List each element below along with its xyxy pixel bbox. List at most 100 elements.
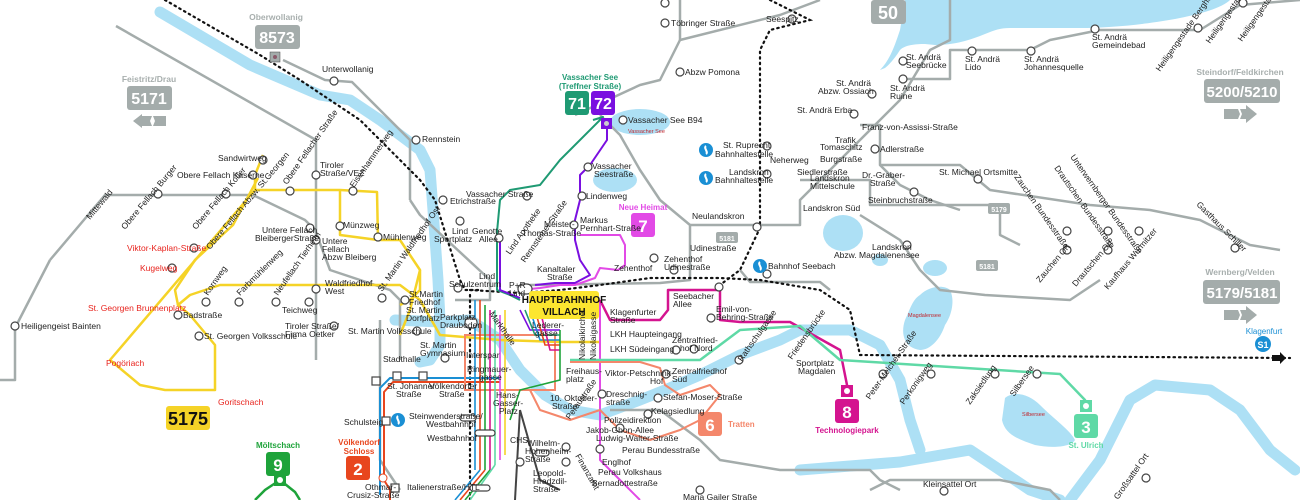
lake-label: Silbersee (1022, 412, 1045, 418)
svg-text:Landskron: Landskron (729, 167, 769, 177)
badge-3[interactable]: 3 St. Ulrich (1068, 414, 1104, 450)
svg-text:Vassacher: Vassacher (592, 161, 632, 171)
svg-text:Trafik: Trafik (835, 135, 857, 145)
svg-text:Viktor-Petschnink-: Viktor-Petschnink- (605, 368, 674, 378)
svg-text:St. Andrä: St. Andrä (1024, 54, 1059, 64)
svg-text:Hohenheim-: Hohenheim- (525, 446, 571, 456)
svg-text:Straße/VEZ: Straße/VEZ (320, 168, 364, 178)
svg-text:Mühlenweg: Mühlenweg (383, 232, 427, 242)
badge-5175[interactable]: 5175 (166, 406, 210, 430)
svg-text:Badstraße: Badstraße (183, 310, 222, 320)
svg-text:LKH Haupteingang: LKH Haupteingang (610, 329, 682, 339)
badge-5200-5210[interactable]: Steindorf/Feldkirchen 5200/5210 (1196, 67, 1284, 123)
svg-text:Dreschnig-: Dreschnig- (606, 389, 647, 399)
svg-text:Eisenhammerweg: Eisenhammerweg (347, 127, 394, 189)
svg-text:5179/5181: 5179/5181 (1207, 285, 1278, 302)
svg-text:2: 2 (353, 460, 362, 479)
svg-text:Untere: Untere (322, 236, 348, 246)
badge-7[interactable]: Neue Heimat 7 (619, 203, 668, 237)
svg-text:Abzw Bleiberg: Abzw Bleiberg (322, 252, 377, 262)
svg-text:Kugelweg: Kugelweg (140, 263, 178, 273)
svg-text:Schulsteig: Schulsteig (344, 417, 383, 427)
svg-text:Italienerstraße/HTL: Italienerstraße/HTL (407, 482, 480, 492)
badge-8573[interactable]: Oberwollanig 8573 (249, 12, 303, 49)
svg-text:Thomas-Straße: Thomas-Straße (522, 228, 581, 238)
svg-text:St. Martin: St. Martin (406, 305, 443, 315)
stops (10, 0, 1248, 496)
svg-text:Westbahnhof: Westbahnhof (426, 419, 477, 429)
svg-text:5179: 5179 (991, 207, 1007, 214)
svg-text:P+R: P+R (509, 280, 526, 290)
svg-text:St. Georgen Volksschule: St. Georgen Volksschule (204, 331, 297, 341)
svg-text:Abzw. Magdalenensee: Abzw. Magdalenensee (834, 250, 920, 260)
svg-text:Bernadottestraße: Bernadottestraße (592, 478, 658, 488)
badge-2[interactable]: Völkendorf Schloss 2 (338, 438, 380, 480)
svg-text:5200/5210: 5200/5210 (1207, 84, 1278, 101)
badge-71[interactable]: Vassacher See (Treffner Straße) 71 (559, 73, 622, 115)
svg-text:Seebrücke: Seebrücke (906, 60, 947, 70)
svg-text:Untere Fellach: Untere Fellach (262, 225, 318, 235)
svg-text:Völkendorf: Völkendorf (338, 438, 380, 447)
svg-text:Parkplatz: Parkplatz (440, 312, 475, 322)
svg-text:Crusiz-Straße: Crusiz-Straße (347, 490, 400, 500)
drau-river (154, 6, 446, 368)
svg-text:Sportplatz: Sportplatz (796, 358, 834, 368)
svg-text:Obere Fellach Burger: Obere Fellach Burger (119, 162, 179, 231)
svg-text:Schloss: Schloss (344, 447, 375, 456)
svg-text:Abzw Pomona: Abzw Pomona (685, 67, 740, 77)
svg-text:LKH Südeingang: LKH Südeingang (610, 344, 675, 354)
svg-text:West: West (325, 286, 345, 296)
svg-text:St. Ulrich: St. Ulrich (1068, 441, 1103, 450)
badge-6[interactable]: 6 Tratten (698, 412, 755, 436)
svg-text:CHS: CHS (510, 435, 528, 445)
svg-text:50: 50 (878, 3, 898, 23)
svg-text:Zentralfriedhof: Zentralfriedhof (672, 366, 727, 376)
small-badge-5181-a: 5181 (716, 232, 738, 243)
svg-text:Rennstein: Rennstein (422, 134, 461, 144)
badge-50[interactable]: 50 (871, 0, 906, 24)
svg-text:BleibergerStraße: BleibergerStraße (255, 233, 320, 243)
badge-s1-klagenfurt[interactable]: Klagenfurt S1 (1246, 327, 1286, 364)
svg-text:Straße: Straße (396, 389, 422, 399)
badge-5171[interactable]: Feistritz/Drau 5171 (122, 74, 176, 128)
svg-text:platz: platz (566, 374, 584, 384)
svg-text:Wernberg/Velden: Wernberg/Velden (1205, 267, 1274, 277)
hub-label-2: VILLACH (542, 307, 585, 318)
svg-text:Neherweg: Neherweg (770, 155, 809, 165)
svg-text:Zentralfried-: Zentralfried- (672, 335, 718, 345)
svg-text:Adlerstraße: Adlerstraße (880, 144, 924, 154)
badge-72[interactable]: 72 (591, 91, 615, 115)
svg-text:Ludwig-Walter-Straße: Ludwig-Walter-Straße (596, 433, 679, 443)
hub-label-1: HAUPTBAHNHOF (522, 295, 606, 306)
badge-9[interactable]: Möltschach 9 (256, 441, 300, 476)
lake-label: Vassacher See (628, 129, 665, 135)
svg-text:Kelagsiedlung: Kelagsiedlung (651, 406, 705, 416)
badge-8[interactable]: 8 Technologiepark (815, 399, 879, 435)
svg-text:Westbahnhof: Westbahnhof (427, 433, 478, 443)
svg-text:Udinestraße: Udinestraße (664, 262, 711, 272)
svg-text:St. Andrä: St. Andrä (836, 78, 871, 88)
svg-text:Töbringer Straße: Töbringer Straße (671, 18, 736, 28)
hub-hauptbahnhof[interactable]: HAUPTBAHNHOF VILLACH (522, 291, 606, 319)
svg-text:5171: 5171 (131, 91, 167, 108)
svg-text:71: 71 (568, 96, 586, 113)
svg-text:Sportplatz: Sportplatz (434, 234, 472, 244)
svg-text:Gasser-: Gasser- (493, 398, 523, 408)
svg-text:St. Andrä: St. Andrä (965, 54, 1000, 64)
badge-5179-5181[interactable]: Wernberg/Velden 5179/5181 (1203, 267, 1280, 324)
svg-text:Tomaschitz: Tomaschitz (820, 142, 863, 152)
svg-text:Lind: Lind (479, 271, 495, 281)
arrow-left-icon (133, 114, 166, 128)
svg-text:7: 7 (638, 217, 647, 236)
svg-text:St. Andrä: St. Andrä (890, 83, 925, 93)
svg-text:Dr.-Graber-: Dr.-Graber- (862, 170, 905, 180)
drau-river-east (794, 444, 1066, 500)
svg-text:Neulandskron: Neulandskron (692, 211, 745, 221)
svg-text:Schulzentrum: Schulzentrum (449, 279, 501, 289)
svg-text:Pogöriach: Pogöriach (106, 358, 145, 368)
svg-text:gasse: gasse (479, 372, 502, 382)
svg-text:Lido: Lido (965, 62, 981, 72)
svg-text:Jakob-Ghon-Allee: Jakob-Ghon-Allee (586, 425, 654, 435)
svg-text:Markus: Markus (580, 215, 608, 225)
svg-text:Vassacher Straße: Vassacher Straße (466, 189, 534, 199)
